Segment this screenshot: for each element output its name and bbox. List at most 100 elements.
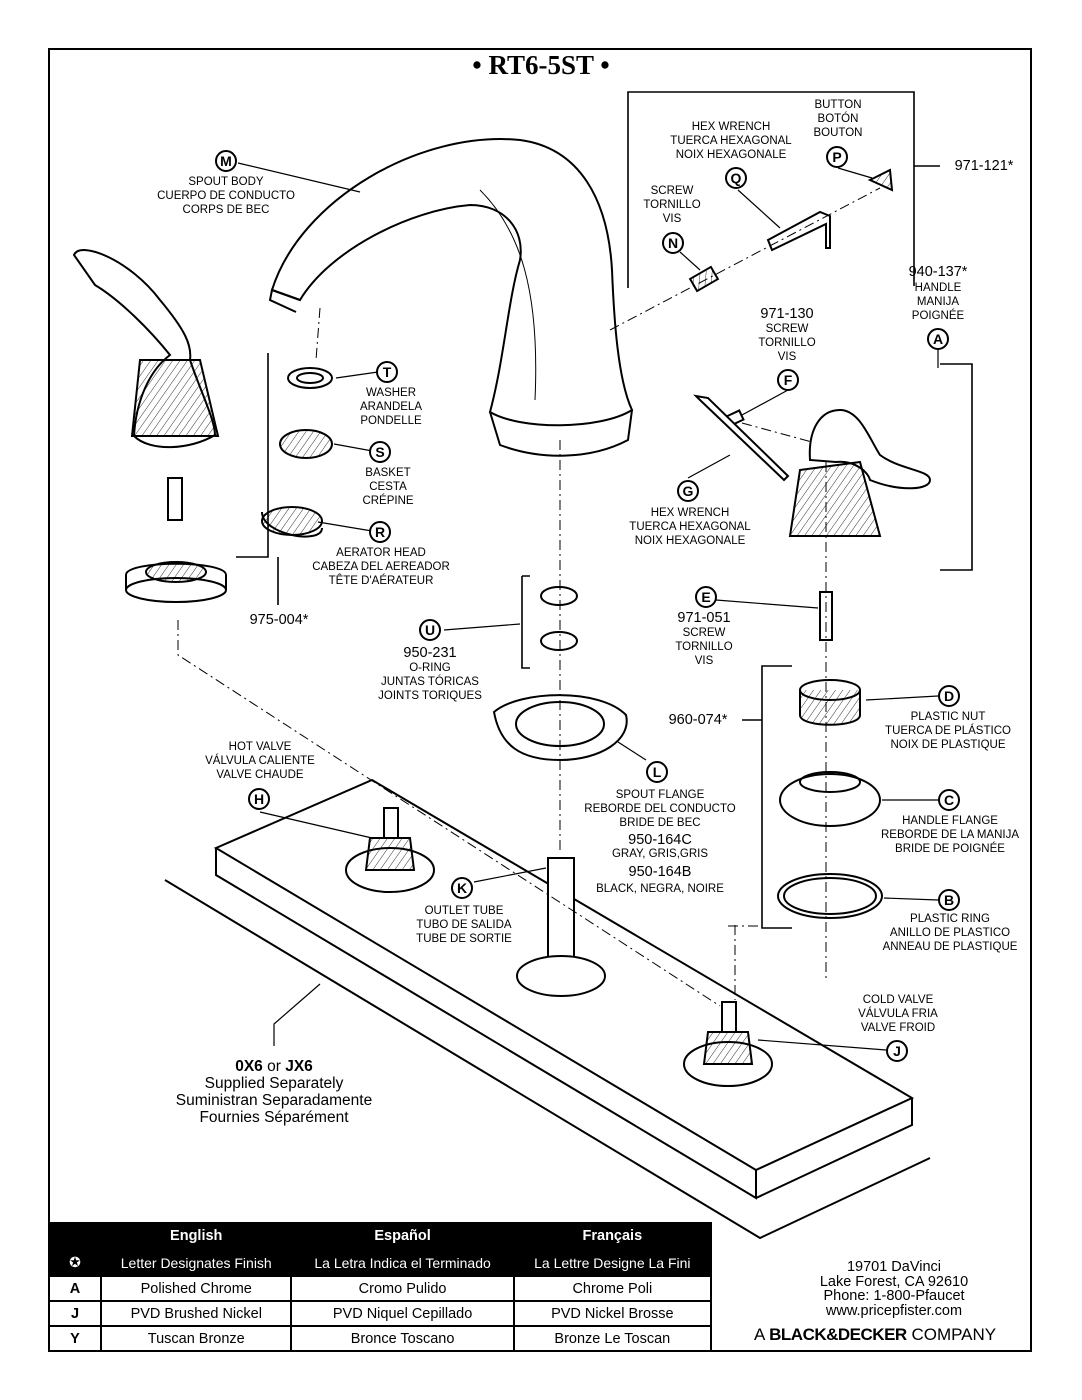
callout-H: H — [248, 788, 270, 810]
label-line: BUTTON — [814, 99, 862, 111]
callout-T: T — [376, 361, 398, 383]
finish-es: Bronce Toscano — [290, 1325, 515, 1352]
label-line: VÁLVULA FRIA — [858, 1008, 938, 1020]
right-handle — [788, 408, 932, 641]
header-espanol: Español — [290, 1222, 515, 1250]
label-line: VALVE CHAUDE — [216, 769, 304, 781]
valve-code-2: JX6 — [285, 1058, 313, 1075]
leader-lines — [237, 162, 939, 1051]
finish-symbol: ✪ — [48, 1248, 102, 1277]
label-line: BOUTON — [813, 127, 863, 139]
label-line: VÁLVULA CALIENTE — [205, 755, 315, 767]
label-line: JOINTS TORIQUES — [378, 690, 482, 702]
partnum-flange-black: 950-164B — [628, 864, 692, 880]
table-row: Y Tuscan Bronze Bronce Toscano Bronze Le… — [48, 1325, 713, 1352]
label-line: HEX WRENCH — [691, 121, 771, 133]
label-flange-black: BLACK, NEGRA, NOIRE — [596, 883, 724, 895]
callout-G: G — [677, 480, 699, 502]
company-suffix: COMPANY — [911, 1325, 997, 1344]
callout-R: R — [369, 521, 391, 543]
label-line: PLASTIC NUT — [910, 711, 986, 723]
callout-D: D — [938, 685, 960, 707]
finish-fr: Bronze Le Toscan — [512, 1325, 713, 1352]
label-line: TUERCA HEXAGONAL — [629, 521, 751, 533]
label-line: REBORDE DEL CONDUCTO — [584, 803, 736, 815]
left-handle — [72, 249, 227, 603]
page-border — [48, 48, 1032, 1352]
callout-L: L — [646, 761, 668, 783]
table-row: J PVD Brushed Nickel PVD Niquel Cepillad… — [48, 1300, 713, 1327]
label-line: TUERCA DE PLÁSTICO — [885, 725, 1011, 737]
label-line: ARANDELA — [360, 401, 422, 413]
label-line: NOIX DE PLASTIQUE — [890, 739, 1006, 751]
label-line: AERATOR HEAD — [336, 547, 426, 559]
finish-en: Tuscan Bronze — [99, 1325, 293, 1352]
address-city: Lake Forest, CA 92610 — [819, 1273, 969, 1290]
partnum-aerator-group: 975-004* — [249, 612, 309, 628]
callout-F: F — [777, 369, 799, 391]
header-english: English — [99, 1222, 293, 1250]
label-line: ANILLO DE PLASTICO — [889, 927, 1011, 939]
finish-code: Y — [48, 1325, 102, 1352]
finish-table-corner — [48, 1222, 102, 1250]
callout-P: P — [826, 146, 848, 168]
label-line: O-RING — [409, 662, 451, 674]
finish-fr: PVD Nickel Brosse — [512, 1300, 713, 1327]
manufacturer-address: 19701 DaVinci Lake Forest, CA 92610 Phon… — [820, 1260, 968, 1318]
callout-C: C — [938, 789, 960, 811]
supplied-es: Suministran Separadamente — [175, 1092, 373, 1109]
finish-es: Cromo Pulido — [290, 1275, 515, 1302]
valve-code-or: or — [267, 1058, 281, 1075]
finish-code: A — [48, 1275, 102, 1302]
finish-en: Polished Chrome — [99, 1275, 293, 1302]
callout-N: N — [662, 232, 684, 254]
partnum-flange-group: 960-074* — [668, 712, 728, 728]
label-plastic-nut: PLASTIC NUT TUERCA DE PLÁSTICO NOIX DE PLA… — [885, 710, 1011, 752]
label-line: VIS — [777, 351, 797, 363]
label-line: REBORDE DE LA MANIJA — [880, 829, 1020, 841]
label-line: TUBE DE SORTIE — [416, 933, 512, 945]
finish-fr: Chrome Poli — [512, 1275, 713, 1302]
finish-table: English Español Français ✪ Letter Design… — [48, 1222, 713, 1352]
partnum-flange-gray: 950-164C — [628, 832, 692, 848]
label-line: CORPS DE BEC — [182, 204, 270, 216]
label-line: SCREW — [650, 185, 694, 197]
label-flange-gray: GRAY, GRIS,GRIS — [611, 848, 709, 860]
supplied-en: Supplied Separately — [204, 1075, 344, 1092]
label-line: CESTA — [369, 481, 407, 493]
partnum-screw-f: 971-130 — [760, 306, 814, 322]
callout-A: A — [927, 328, 949, 350]
finish-es: PVD Niquel Cepillado — [290, 1300, 515, 1327]
label-line: OUTLET TUBE — [424, 905, 504, 917]
label-line: COLD VALVE — [862, 994, 934, 1006]
outlet-tube — [516, 857, 606, 997]
label-line: HANDLE — [914, 282, 962, 294]
label-outlet-tube: OUTLET TUBE TUBO DE SALIDA TUBE DE SORTIE — [416, 904, 512, 946]
model-title: • RT6-5ST • — [472, 50, 610, 80]
label-line: SCREW — [765, 323, 809, 335]
finish-code: J — [48, 1300, 102, 1327]
partnum-screw-e: 971-051 — [677, 610, 731, 626]
table-row: A Polished Chrome Cromo Pulido Chrome Po… — [48, 1275, 713, 1302]
o-rings — [540, 586, 578, 651]
company-prefix: A — [754, 1325, 765, 1344]
label-line: VIS — [694, 655, 714, 667]
callout-Q: Q — [725, 167, 747, 189]
callout-B: B — [938, 889, 960, 911]
label-line: SCREW — [682, 627, 726, 639]
label-line: MANIJA — [916, 296, 960, 308]
label-line: TUBO DE SALIDA — [416, 919, 512, 931]
